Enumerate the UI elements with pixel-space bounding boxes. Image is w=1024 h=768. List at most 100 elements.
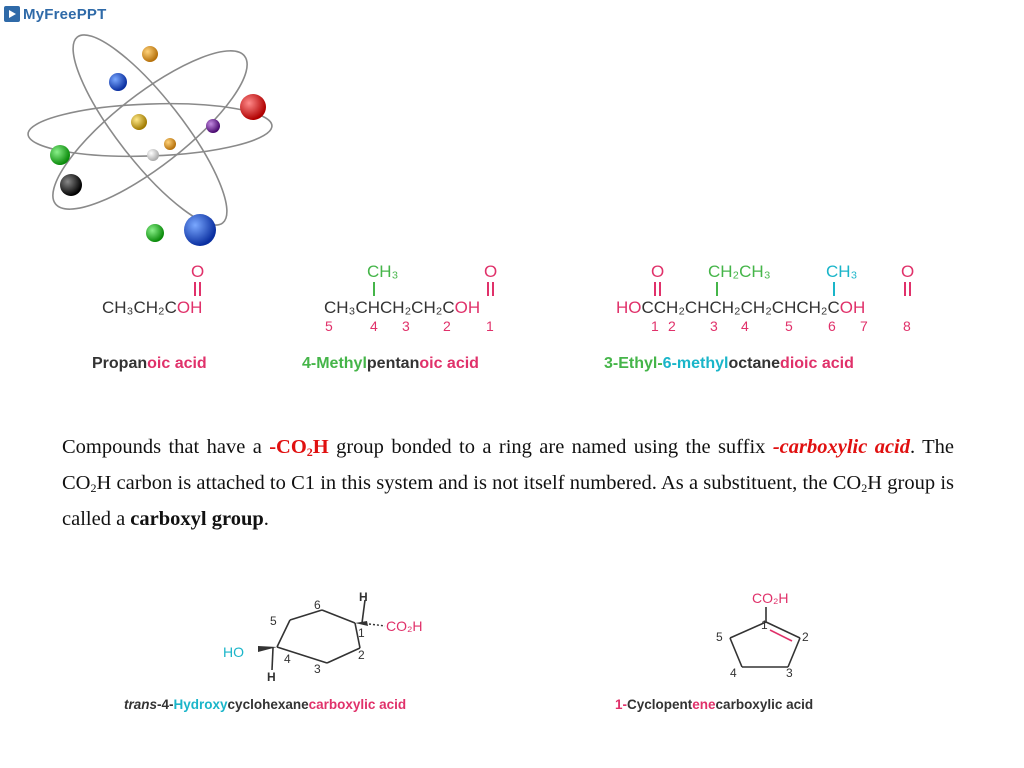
structure-ethylmethyloctanedioic-acid: O CH₂CH₃ CH₃ O HOCCH₂CHCH₂CH₂CHCH₂COH 1 …: [604, 262, 960, 372]
ring-number: 6: [314, 598, 321, 612]
double-bond-right: [199, 282, 201, 296]
name-part-a: 4-Methyl: [302, 355, 367, 372]
para-text: group bonded to a ring are named using t…: [336, 436, 766, 458]
name-part-c: octane: [728, 355, 781, 372]
para-sub: 2: [90, 481, 97, 495]
formula-head: HO: [616, 298, 642, 317]
name-part-d: carboxylic acid: [715, 697, 814, 712]
name-part-c: ene: [692, 697, 716, 712]
cyclohexane-ring: [258, 599, 386, 671]
formula-main: CH₃CHCH₂CH₂C: [324, 298, 455, 317]
name-part-b: -4-: [157, 697, 174, 712]
structure-propanoic-acid: O CH₃CH₂COH Propanoic acid: [92, 262, 260, 372]
name-part-b: oic acid: [147, 355, 207, 372]
formula: CH₃CH₂COH: [102, 298, 202, 318]
name-part-c: oic acid: [419, 355, 479, 372]
name-part-b: pentan: [366, 355, 420, 372]
carbonyl-oxygen-left: O: [651, 262, 665, 281]
compound-name: 4-Methylpentanoic acid: [302, 355, 479, 373]
carbon-number: 6: [828, 318, 836, 334]
para-text: Compounds that have a: [62, 436, 262, 458]
compound-name: 3-Ethyl-6-methyloctanedioic acid: [604, 355, 854, 373]
name-part-a: trans: [124, 697, 158, 712]
carbonyl-oxygen: O: [484, 262, 498, 281]
formula-main: CH₃CH₂C: [102, 298, 177, 317]
single-bond: [373, 282, 375, 296]
co2h-highlight: -CO2H: [269, 436, 329, 459]
formula: HOCCH₂CHCH₂CH₂CHCH₂COH: [616, 298, 865, 318]
carbon-number: 5: [785, 318, 793, 334]
name-part-a: 1-: [615, 697, 628, 712]
suffix-highlight: -carboxylic acid: [772, 436, 910, 458]
atom-illustration: [27, 34, 273, 246]
carbonyl-oxygen: O: [191, 262, 205, 281]
ring-number: 4: [730, 666, 737, 680]
explanation-paragraph: Compounds that have a -CO2H group bonded…: [62, 430, 954, 536]
carbon-number: 5: [325, 318, 333, 334]
carboxyl-text: CO₂H: [386, 618, 423, 634]
para-text: H carbon is attached to C1 in this syste…: [96, 472, 862, 494]
compound-name: 1-Cyclopentenecarboxylic acid: [615, 697, 813, 712]
structure-methylpentanoic-acid: CH₃ O CH₃CHCH₂CH₂COH 5 4 3 2 1 4-Methylp…: [302, 262, 562, 372]
hydroxy-label: HO: [223, 644, 244, 660]
carbon-number: 4: [370, 318, 378, 334]
carbon-number: 1: [651, 318, 659, 334]
hydrogen-top: H: [359, 590, 368, 604]
carboxyl-group-term: carboxyl group: [130, 508, 264, 530]
double-bond-left: [654, 282, 656, 296]
name-part-d: dioic acid: [780, 355, 854, 372]
formula: CH₃CHCH₂CH₂COH: [324, 298, 480, 318]
carbonyl-oxygen-right: O: [901, 262, 915, 281]
name-part-a: Propan: [92, 355, 148, 372]
ring-number: 3: [786, 666, 793, 680]
formula-tail: OH: [839, 298, 866, 317]
formula-tail: OH: [454, 298, 481, 317]
compound-name: trans-4-Hydroxycyclohexanecarboxylic aci…: [124, 697, 406, 712]
name-part-b: 6-methyl: [662, 355, 729, 372]
ring-number: 2: [802, 630, 809, 644]
name-part-d: cyclohexane: [227, 697, 309, 712]
double-bond-right: [909, 282, 911, 296]
carbon-number: 3: [402, 318, 410, 334]
ring-number: 1: [358, 626, 365, 640]
ring-number: 5: [716, 630, 723, 644]
ring-number: 4: [284, 652, 291, 666]
carbon-number: 4: [741, 318, 749, 334]
ring-number: 1: [761, 618, 768, 632]
carbon-number: 7: [860, 318, 868, 334]
brand-logo-text: MyFreePPT: [23, 5, 107, 23]
name-part-b: Cyclopent: [627, 697, 693, 712]
ring-number: 2: [358, 648, 365, 662]
carbon-number: 1: [486, 318, 494, 334]
methyl-substituent: CH₃: [367, 262, 399, 281]
co2h-sub: 2: [306, 445, 313, 459]
para-sub: 2: [861, 481, 868, 495]
para-text: H group is called a: [62, 472, 954, 530]
double-bond-left: [904, 282, 906, 296]
double-bond-left: [487, 282, 489, 296]
co2h-co: -CO: [269, 436, 307, 458]
hydrogen-bottom: H: [267, 670, 276, 684]
double-bond-left: [194, 282, 196, 296]
carboxyl-label: CO₂H: [752, 590, 789, 606]
carboxyl-label: CO₂H: [386, 618, 423, 634]
methyl-substituent: CH₃: [826, 262, 858, 281]
cyclopentene-ring: [729, 607, 801, 668]
double-bond-right: [659, 282, 661, 296]
co2h-h: H: [312, 436, 329, 458]
carbon-number: 2: [443, 318, 451, 334]
ethyl-substituent: CH₂CH₃: [708, 262, 771, 281]
formula-tail: OH: [176, 298, 203, 317]
single-bond: [833, 282, 835, 296]
carbon-number: 2: [668, 318, 676, 334]
ring-number: 5: [270, 614, 277, 628]
single-bond: [716, 282, 718, 296]
formula-main: CCH₂CHCH₂CH₂CHCH₂C: [641, 298, 840, 317]
play-icon: [4, 6, 20, 22]
structure-cyclopentenecarboxylic-acid: CO₂H 1 5 2 4 3 1-Cyclopentenecarboxylic …: [610, 590, 920, 715]
carbon-number: 8: [903, 318, 911, 334]
carbon-number: 3: [710, 318, 718, 334]
name-part-c: Hydroxy: [173, 697, 228, 712]
para-text: .: [263, 508, 269, 530]
compound-name: Propanoic acid: [92, 355, 207, 373]
